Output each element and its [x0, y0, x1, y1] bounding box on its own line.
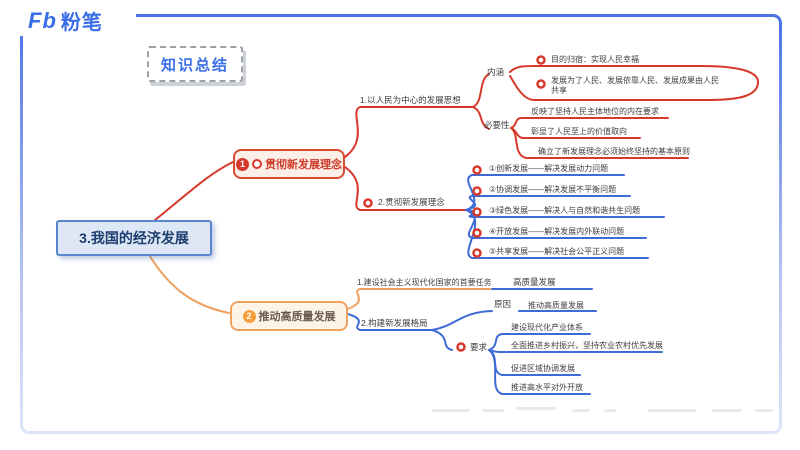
branch-node-implement-new-development-concept: 1 贯彻新发展理念: [233, 149, 345, 179]
fenbi-logo-text: 粉笔: [60, 12, 103, 34]
branch1-title: 贯彻新发展理念: [265, 159, 342, 171]
label-reason: 原因: [494, 299, 512, 309]
leaf-high-quality-development: 高质量发展: [513, 277, 556, 287]
leaf-necessity-3: 确立了新发展理念必须始终坚持的基本原则: [538, 147, 690, 156]
leaf-openness: ④开放发展——解决发展内外联动问题: [489, 227, 625, 236]
root-node: 3.我国的经济发展: [56, 220, 212, 256]
leaf-req-opening: 推进高水平对外开放: [511, 383, 583, 392]
leaf-innovation: ①创新发展——解决发展动力问题: [489, 164, 609, 173]
slide-frame-border: [20, 14, 782, 434]
leaf-necessity-1: 反映了坚持人民主体地位的内在要求: [531, 107, 659, 116]
red-branch-lines: [154, 65, 759, 221]
branch2-title: 推动高质量发展: [258, 311, 336, 323]
ring-bullet-icons: [363, 55, 546, 352]
watermark: [648, 409, 696, 412]
fenbi-logo-fb-icon: Fb: [28, 7, 57, 33]
watermark: [604, 409, 616, 412]
subtopic-new-development-pattern: 2.构建新发展格局: [361, 318, 428, 328]
number-1-badge-icon: 1: [236, 157, 249, 171]
leaf-connotation-for-people: 发展为了人民、发展依靠人民、发展成果由人民共享: [551, 76, 719, 95]
number-2-badge-icon: 2: [242, 309, 256, 323]
leaf-reason-value: 推动高质量发展: [528, 301, 584, 310]
subtopic-primary-task: 1.建设社会主义现代化国家的首要任务: [357, 278, 492, 287]
watermark: [712, 409, 742, 412]
leaf-req-industry: 建设现代化产业体系: [511, 323, 583, 332]
leaf-req-rural: 全面推进乡村振兴，坚持农业农村优先发展: [511, 341, 663, 350]
label-connotation: 内涵: [487, 67, 505, 77]
key-point-ring-icon: [252, 159, 262, 169]
fenbi-logo: Fb 粉笔: [28, 6, 103, 35]
watermark: [482, 409, 504, 412]
watermark: [755, 409, 773, 412]
leaf-green: ③绿色发展——解决人与自然和谐共生问题: [489, 206, 641, 215]
leaf-necessity-2: 彰显了人民至上的价值取向: [531, 127, 627, 136]
blue-branch-lines: [343, 174, 665, 395]
subtopic-people-centered: 1.以人民为中心的发展思想: [360, 95, 461, 105]
orange-branch-lines: [147, 252, 491, 314]
leaf-sharing: ⑤共享发展——解决社会公平正义问题: [489, 247, 625, 256]
watermark: [432, 409, 470, 412]
label-necessity: 必要性: [484, 120, 510, 130]
leaf-req-regional: 促进区域协调发展: [511, 364, 575, 373]
watermark: [516, 407, 556, 410]
branch-node-high-quality-development: 2 推动高质量发展: [230, 301, 348, 331]
label-requirements: 要求: [470, 342, 488, 352]
leaf-connotation-goal: 目的归宿：实现人民幸福: [551, 55, 639, 64]
watermark: [572, 409, 590, 412]
leaf-coordination: ②协调发展——解决发展不平衡问题: [489, 185, 617, 194]
subtopic-implement-concepts: 2.贯彻新发展理念: [378, 197, 445, 207]
knowledge-summary-badge: 知识总结: [147, 46, 243, 82]
logo-background-patch: [0, 0, 136, 36]
